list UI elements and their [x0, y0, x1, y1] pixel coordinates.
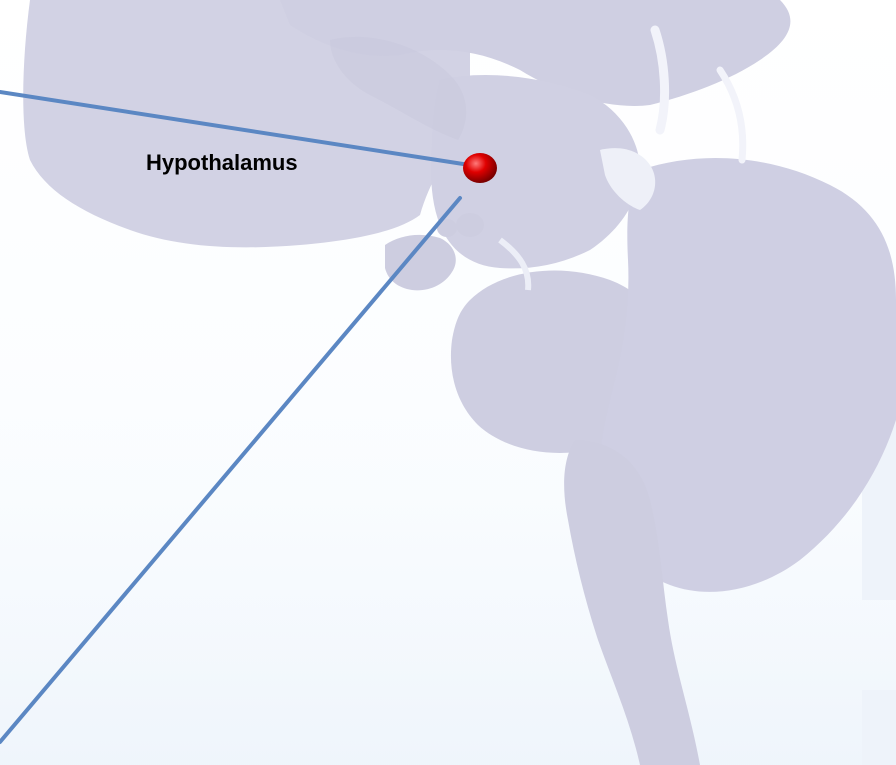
hypothalamus-label: Hypothalamus [146, 150, 298, 176]
brain-mammillary-body [456, 213, 484, 237]
hypothalamus-marker [463, 153, 497, 183]
brain-fissure-2 [720, 70, 743, 160]
background-panel-right-lower [862, 690, 896, 765]
